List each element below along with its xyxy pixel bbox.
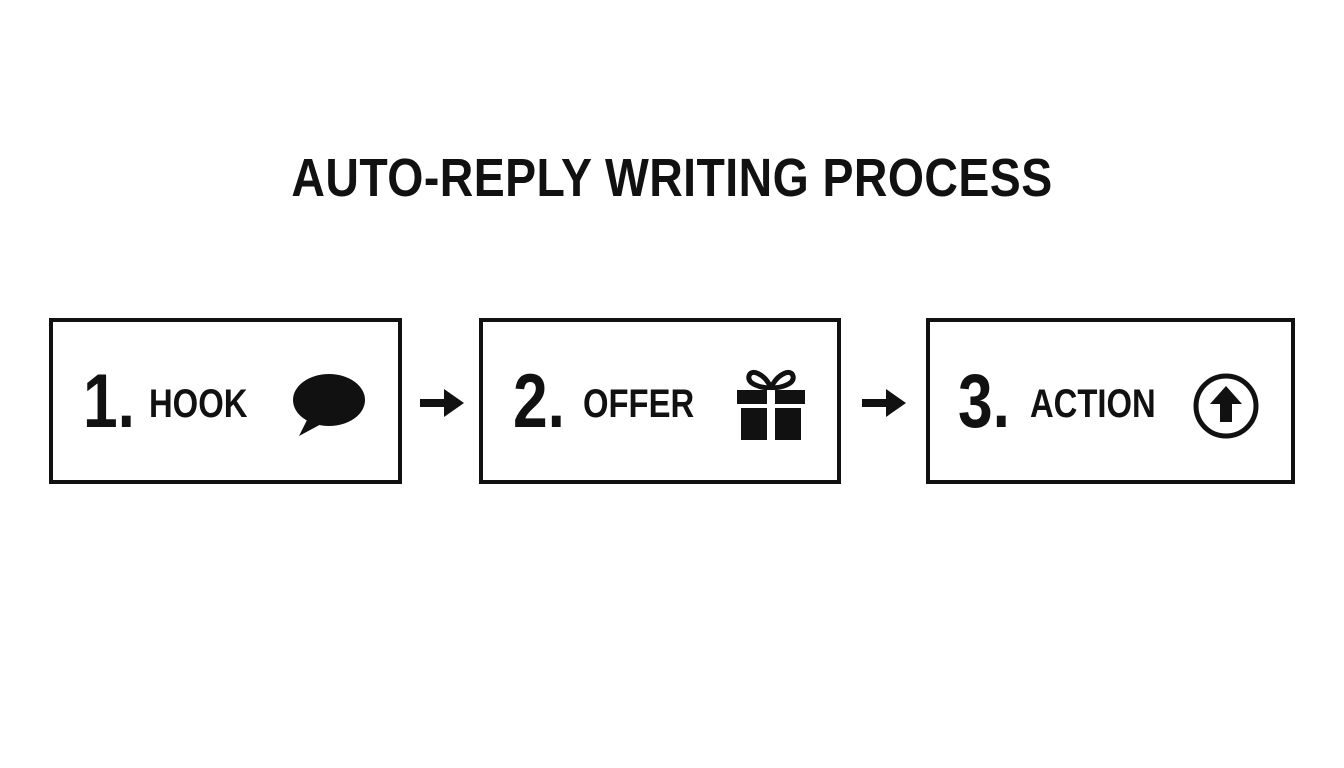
diagram-title: AUTO-REPLY WRITING PROCESS — [291, 148, 1053, 208]
step-box-hook: 1. HOOK — [49, 318, 402, 484]
step-label: HOOK — [149, 382, 248, 426]
step-box-offer: 2. OFFER — [479, 318, 841, 484]
step-number: 1. — [83, 359, 135, 444]
step-label: ACTION — [1030, 382, 1156, 426]
step-label: OFFER — [583, 382, 695, 426]
arrow-right-icon — [420, 389, 464, 417]
arrow-right-icon — [862, 389, 906, 417]
step-number: 3. — [958, 359, 1010, 444]
step-box-action: 3. ACTION — [926, 318, 1295, 484]
gift-icon — [737, 370, 805, 442]
circle-arrow-up-icon — [1193, 373, 1259, 439]
speech-bubble-icon — [293, 374, 365, 436]
step-number: 2. — [513, 359, 565, 444]
